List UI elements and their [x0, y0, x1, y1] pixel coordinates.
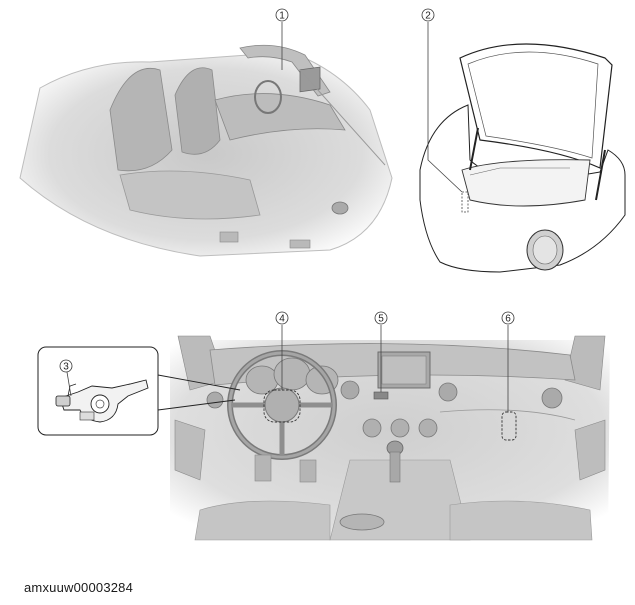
callout-4-label: 4	[279, 314, 285, 325]
callout-3: 3	[59, 359, 73, 397]
callout-3-label: 3	[63, 362, 69, 373]
callout-2: 2	[421, 8, 463, 193]
dashboard-illustration	[170, 335, 610, 541]
callout-4: 4	[275, 311, 289, 390]
trunk-illustration	[419, 43, 626, 273]
callout-6-label: 6	[505, 314, 511, 325]
callout-5-label: 5	[378, 314, 384, 325]
callout-1: 1	[275, 8, 289, 70]
callout-2-label: 2	[425, 11, 431, 22]
figure-caption: amxuuw00003284	[24, 580, 134, 595]
callout-5: 5	[374, 311, 388, 392]
cabin-illustration	[19, 44, 393, 257]
callout-1-label: 1	[279, 11, 285, 22]
callout-6: 6	[501, 311, 515, 412]
